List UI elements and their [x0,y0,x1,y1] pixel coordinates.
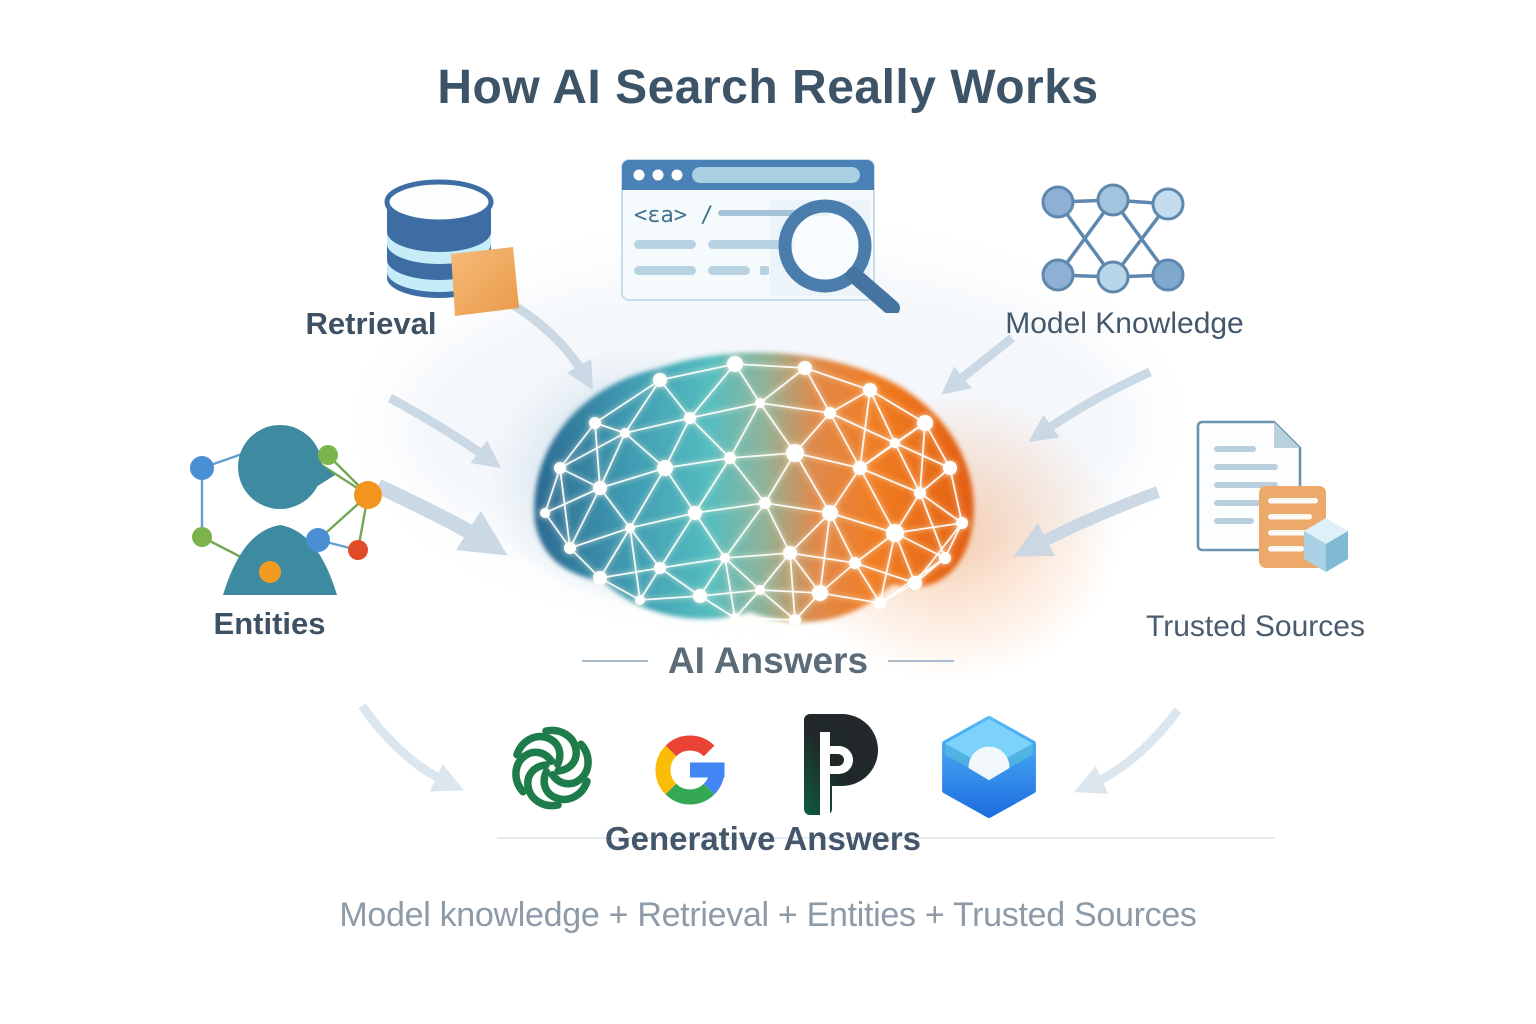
ai-search-cube-logo [942,716,1036,818]
address-bar [692,167,860,183]
arrow-trusted-sources-to-brain [1013,486,1161,557]
arrow-model-knowledge-to-brain [941,334,1015,395]
browser-search-icon: <ɛa> / [621,159,900,313]
documents-icon [1196,420,1348,572]
ai-answers-row: AI Answers [538,640,998,682]
perplexity-logo [804,714,878,816]
brain-nodes [540,356,968,626]
brain-network-icon [534,352,974,626]
retrieval-label: Retrieval [305,306,437,341]
person-graph-icon [190,425,382,595]
arrow-entities-to-brain [374,479,508,556]
arrow-right-to-brain [1028,367,1152,442]
browser-dot [652,169,664,181]
arrow-down-left-to-logos [358,703,464,792]
generative-divider-line [497,837,1275,839]
magnifier-icon [778,199,900,313]
divider-line [888,660,955,662]
browser-dot [671,169,683,181]
entities-label: Entities [213,606,326,641]
openai-logo [506,722,598,814]
model-knowledge-label: Model Knowledge [1005,307,1244,340]
formula-text: Model knowledge + Retrieval + Entities +… [339,896,1197,934]
divider-line [581,660,648,662]
code-snippet: <ɛa> / [634,203,713,228]
browser-dot [633,169,645,181]
trusted-sources-label: Trusted Sources [1146,610,1365,643]
arrow-down-right-to-logos [1073,707,1182,794]
page-title: How AI Search Really Works [437,61,1099,114]
arrow-left-to-brain [387,394,502,469]
generative-answers-label: Generative Answers [604,820,922,857]
ai-answers-label: AI Answers [667,640,869,681]
google-logo [655,735,725,805]
neural-network-icon [1041,183,1185,294]
database-icon [384,179,494,298]
cube-icon [1304,518,1348,572]
folder-icon [451,247,519,316]
